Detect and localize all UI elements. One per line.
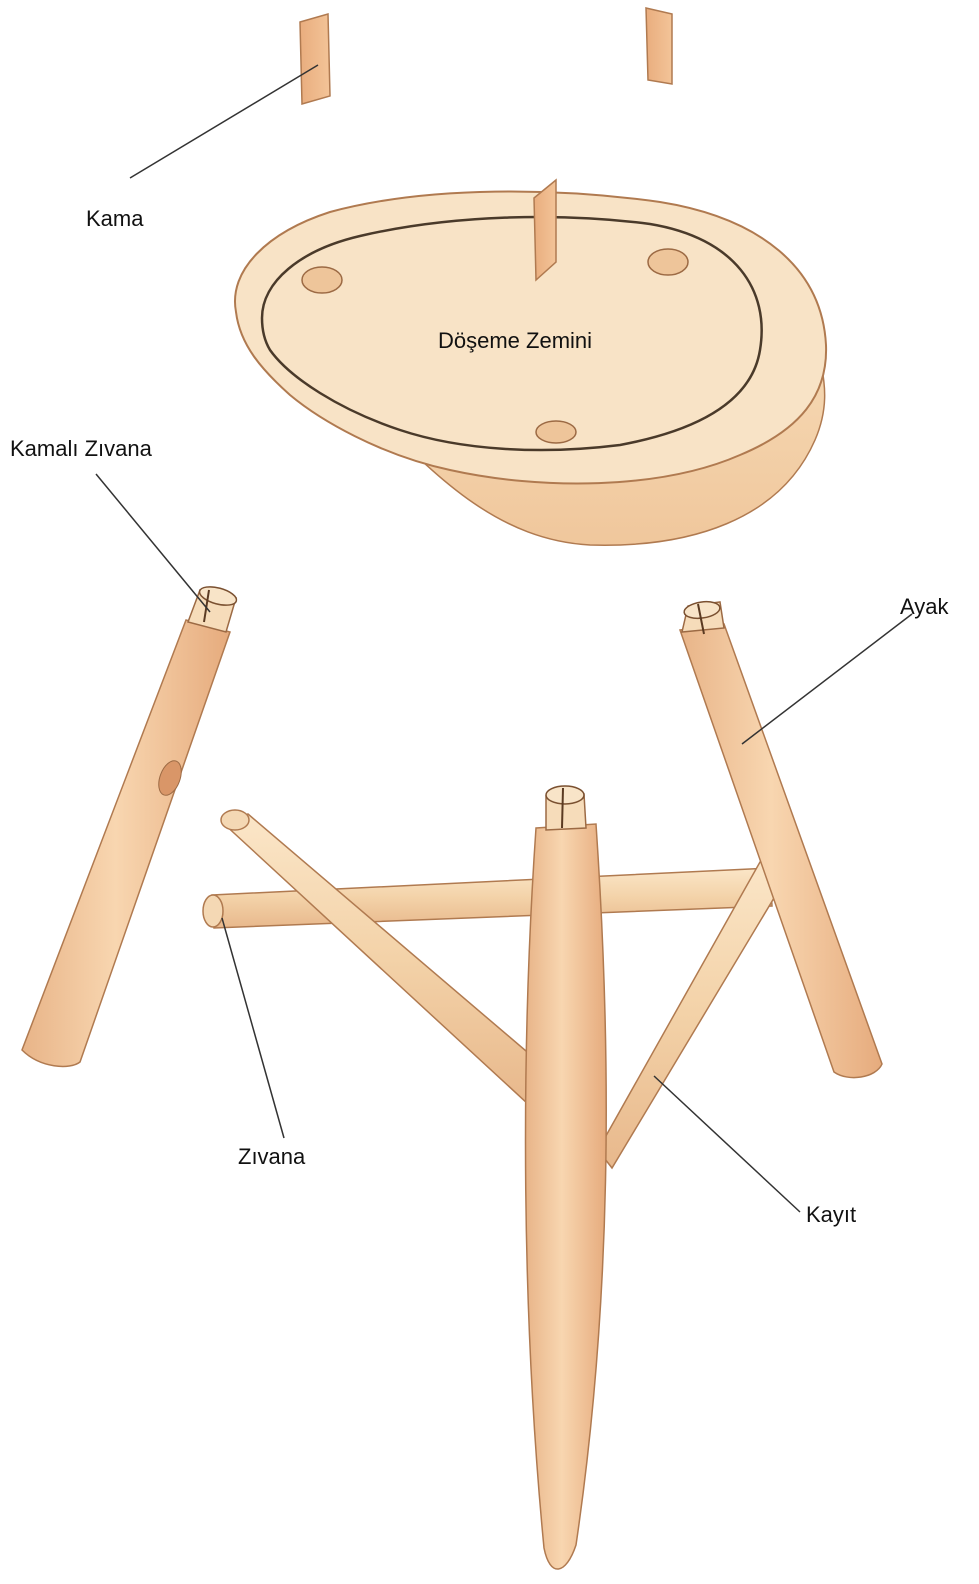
label-stretcher: Kayıt <box>806 1204 856 1226</box>
stretcher-left <box>221 810 560 1104</box>
leader-tenon <box>222 918 284 1138</box>
label-tenon: Zıvana <box>238 1146 305 1168</box>
label-leg: Ayak <box>900 596 949 618</box>
leg-right <box>680 600 882 1078</box>
leg-left <box>22 583 238 1066</box>
seat <box>235 192 826 546</box>
leader-stretcher <box>654 1076 800 1212</box>
label-seat-base: Döşeme Zemini <box>438 330 592 352</box>
wedge-center <box>534 180 556 280</box>
leg-front <box>526 786 607 1569</box>
label-wedge: Kama <box>86 208 143 230</box>
wedge-right <box>646 8 672 84</box>
wedge-left <box>300 14 330 104</box>
leader-leg <box>742 614 912 744</box>
leader-wedged-tenon <box>96 474 210 612</box>
label-wedged-tenon: Kamalı Zıvana <box>10 438 152 460</box>
leader-wedge <box>130 65 318 178</box>
